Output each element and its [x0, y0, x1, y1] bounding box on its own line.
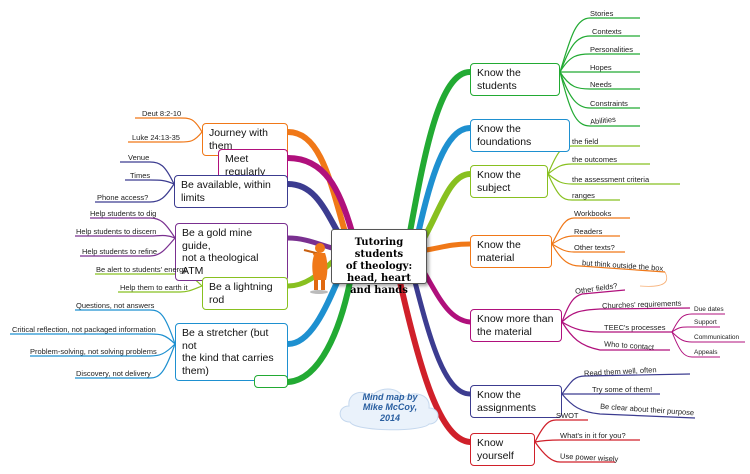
tutor-figure — [303, 243, 328, 294]
node-be-a-stretcher[interactable]: Be a stretcher (but not the kind that ca… — [175, 323, 288, 382]
stretcher-leaf-lines — [10, 309, 176, 379]
central-topic-line-1: Tutoring students — [354, 237, 404, 260]
node-be-a-lightning-rod[interactable]: Be a lightning rod — [202, 277, 288, 311]
credit-line-1: Mind map by — [362, 392, 418, 402]
branch-foundations — [415, 125, 473, 237]
leaf-swot[interactable]: SWOT — [556, 411, 579, 420]
leaf-hopes[interactable]: Hopes — [590, 63, 612, 72]
node-know-more-than-the-material[interactable]: Know more than the material — [470, 309, 562, 343]
node-know-the-material[interactable]: Know the material — [470, 235, 552, 269]
central-topic-line-2: of theology: — [345, 261, 413, 272]
leaf-ranges[interactable]: ranges — [572, 191, 595, 200]
leaf-help-refine[interactable]: Help students to refine — [82, 247, 158, 256]
central-topic[interactable]: Tutoring students of theology: head, hea… — [331, 229, 427, 296]
leaf-the-outcomes[interactable]: the outcomes — [572, 155, 618, 164]
branch-subject — [421, 171, 473, 241]
branch-meet — [285, 155, 355, 235]
credit-cloud — [339, 388, 439, 431]
subleaf-appeals[interactable]: Appeals — [694, 349, 718, 356]
material-connector — [639, 271, 668, 287]
gold-mine-label-line-2: not a theological ATM — [182, 252, 259, 277]
node-know-the-assignments[interactable]: Know the assignments — [470, 385, 562, 419]
node-know-yourself[interactable]: Know yourself — [470, 433, 535, 467]
central-topic-line-4: and hands — [350, 285, 408, 296]
leaf-be-alert[interactable]: Be alert to students' energy — [96, 265, 188, 274]
branch-goldmine — [285, 235, 335, 251]
branch-stretcher — [285, 277, 341, 347]
leaf-workbooks[interactable]: Workbooks — [574, 209, 612, 218]
leaf-venue[interactable]: Venue — [128, 153, 150, 162]
leaf-phone-access[interactable]: Phone access? — [97, 193, 149, 202]
leaf-readers[interactable]: Readers — [574, 227, 603, 236]
branch-material — [423, 241, 473, 253]
leaf-personalities[interactable]: Personalities — [590, 45, 633, 54]
yourself-leaf-lines — [534, 419, 640, 463]
node-know-the-foundations[interactable]: Know the foundations — [470, 119, 570, 153]
branch-lightning — [285, 259, 335, 289]
leaf-other-texts[interactable]: Other texts? — [574, 243, 615, 252]
leaf-contexts[interactable]: Contexts — [592, 27, 622, 36]
gold-mine-label-line-1: Be a gold mine guide, — [182, 227, 253, 252]
credit-line-2: Mike McCoy, — [362, 402, 418, 413]
branch-available — [285, 181, 343, 239]
leaf-needs[interactable]: Needs — [590, 80, 612, 89]
central-topic-line-3: head, heart — [346, 273, 412, 284]
node-empty[interactable] — [254, 375, 288, 388]
leaf-whats-in-it-for-you[interactable]: What's in it for you? — [560, 431, 626, 440]
credit-line-3: 2014 — [379, 412, 401, 423]
stretcher-label-line-2: the kind that carries — [182, 352, 274, 365]
students-leaf-lines — [559, 17, 640, 127]
branch-students — [407, 69, 473, 235]
goldmine-leaf-lines — [75, 217, 176, 257]
leaf-problem-solving[interactable]: Problem-solving, not solving problems — [30, 347, 157, 356]
leaf-teec-processes[interactable]: TEEC's processes — [604, 323, 666, 332]
leaf-questions-not-answers[interactable]: Questions, not answers — [76, 301, 155, 310]
leaf-help-earth[interactable]: Help them to earth it — [120, 283, 188, 292]
stretcher-label-line-1: Be a stretcher (but not — [182, 327, 269, 352]
leaf-constraints[interactable]: Constraints — [590, 99, 628, 108]
branch-journey — [285, 129, 348, 235]
material-leaf-lines — [551, 217, 666, 273]
branch-assignments — [412, 279, 473, 397]
node-be-available-within-limits[interactable]: Be available, within limits — [174, 175, 288, 209]
subleaf-support[interactable]: Support — [694, 319, 717, 326]
leaf-help-dig[interactable]: Help students to dig — [90, 209, 157, 218]
leaf-the-assessment-criteria[interactable]: the assessment criteria — [572, 175, 650, 184]
node-know-the-subject[interactable]: Know the subject — [470, 165, 548, 199]
leaf-stories[interactable]: Stories — [590, 9, 614, 18]
leaf-the-field[interactable]: the field — [572, 137, 599, 146]
leaf-deut[interactable]: Deut 8:2-10 — [142, 109, 182, 118]
stretcher-label-line-3: them) — [182, 364, 209, 377]
branch-empty — [285, 279, 353, 385]
assignments-leaf-lines — [561, 373, 696, 419]
node-know-the-students[interactable]: Know the students — [470, 63, 560, 97]
journey-leaf-lines — [128, 117, 203, 143]
subleaf-due-dates[interactable]: Due dates — [694, 306, 724, 313]
leaf-discovery-not-delivery[interactable]: Discovery, not delivery — [76, 369, 151, 378]
available-leaf-lines — [95, 161, 175, 203]
branch-yourself — [397, 279, 473, 445]
leaf-help-discern[interactable]: Help students to discern — [76, 227, 157, 236]
leaf-times[interactable]: Times — [130, 171, 151, 180]
node-be-a-gold-mine-guide[interactable]: Be a gold mine guide, not a theological … — [175, 223, 288, 282]
more-subleaf-lines — [671, 313, 745, 358]
branch-more — [421, 269, 473, 325]
leaf-try-some-of-them[interactable]: Try some of them! — [592, 385, 653, 394]
subleaf-communication[interactable]: Communication — [694, 334, 740, 341]
leaf-critical-reflection[interactable]: Critical reflection, not packaged inform… — [12, 325, 156, 334]
leaf-luke[interactable]: Luke 24:13-35 — [132, 133, 180, 142]
more-leaf-lines — [561, 289, 691, 351]
credit-note: Mind map by Mike McCoy, 2014 — [335, 384, 445, 434]
